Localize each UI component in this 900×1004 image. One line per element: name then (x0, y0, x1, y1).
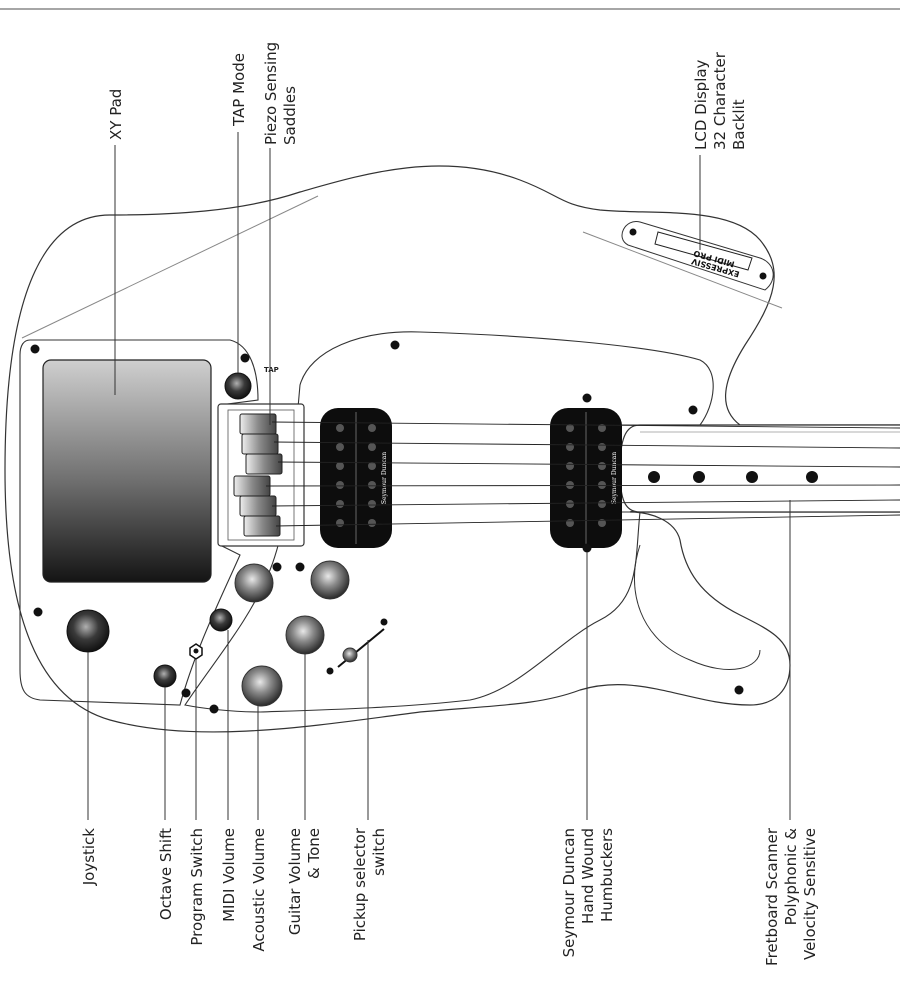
bevel-line-right (582, 231, 783, 309)
label-joystick: Joystick (80, 828, 98, 887)
label-piezo-line2: Saddles (281, 86, 299, 145)
guitar-tone-knob[interactable] (285, 615, 325, 655)
label-pickup-line1: Pickup selector (351, 827, 369, 941)
acoustic-volume-knob-2[interactable] (241, 665, 283, 707)
label-program-switch: Program Switch (188, 828, 206, 946)
strings (265, 421, 900, 527)
label-humbuckers-line2: Hand Wound (579, 828, 597, 924)
neck-humbucker: Seymour Duncan (550, 408, 622, 548)
label-lcd-line2: 32 Character (711, 51, 729, 150)
pickguard-outline (184, 331, 714, 713)
cutaway-inner (633, 544, 761, 670)
piezo-saddles (233, 413, 283, 537)
pickup-selector-switch[interactable] (342, 647, 358, 663)
label-midi-volume: MIDI Volume (220, 828, 238, 922)
label-tap-mode: TAP Mode (230, 53, 248, 127)
label-piezo-line1: Piezo Sensing (262, 42, 280, 145)
midi-volume-knob[interactable] (209, 608, 233, 632)
label-xy-pad: XY Pad (107, 89, 125, 140)
fret-markers (648, 471, 818, 483)
guitar-volume-knob[interactable] (310, 560, 350, 600)
joystick[interactable] (66, 609, 110, 653)
acoustic-volume-knob[interactable] (234, 563, 274, 603)
label-lcd-line1: LCD Display (692, 59, 710, 150)
label-fretboard-line2: Polyphonic & (782, 828, 800, 926)
bridge-pickup-brand: Seymour Duncan (381, 452, 388, 504)
control-plate (19, 339, 259, 706)
octave-shift-button[interactable] (153, 664, 177, 688)
tap-button[interactable] (224, 372, 252, 400)
label-octave-shift: Octave Shift (157, 828, 175, 920)
label-humbuckers-line3: Humbuckers (598, 828, 616, 922)
neck-pickup-brand: Seymour Duncan (611, 452, 618, 504)
neck-outline (619, 424, 900, 513)
callout-lines (87, 132, 791, 820)
bridge-inner (227, 409, 295, 541)
xy-pad (42, 359, 212, 583)
label-guitar-volume-line1: Guitar Volume (286, 828, 304, 935)
screws (30, 340, 744, 714)
bevel-line-left (21, 195, 319, 339)
tap-marking: TAP (264, 366, 279, 374)
lcd-display: EXPRESSIV MIDI PRO (621, 221, 774, 291)
pickup-selector-track (337, 628, 385, 668)
label-fretboard-line1: Fretboard Scanner (763, 827, 781, 966)
label-humbuckers-line1: Seymour Duncan (560, 828, 578, 957)
bridge-humbucker: Seymour Duncan (320, 408, 392, 548)
label-fretboard-line3: Velocity Sensitive (801, 828, 819, 960)
label-lcd-line3: Backlit (730, 99, 748, 150)
label-pickup-line2: switch (370, 828, 388, 876)
label-guitar-volume-line2: & Tone (305, 828, 323, 879)
label-acoustic-volume: Acoustic Volume (250, 828, 268, 952)
